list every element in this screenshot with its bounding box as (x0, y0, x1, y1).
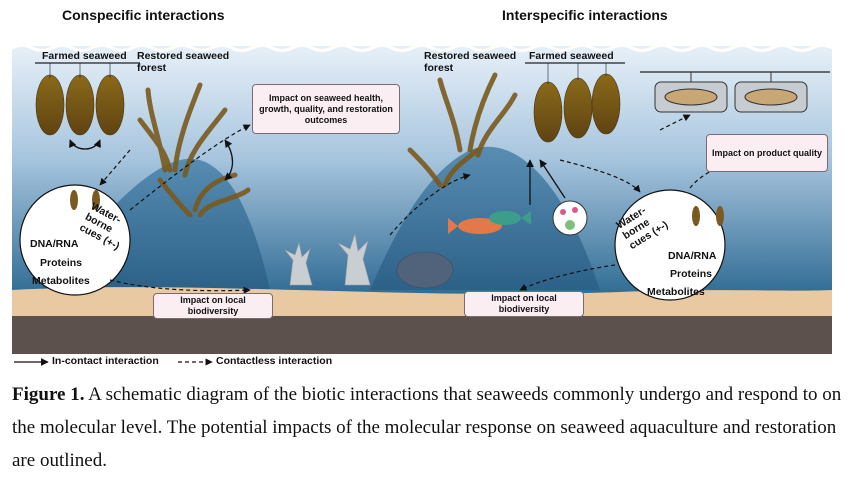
legend-contact: In-contact interaction (52, 355, 159, 367)
arrow-farmed-left-loop (69, 139, 101, 150)
left-proteins: Proteins (40, 257, 83, 269)
circle-seaweed-icons (70, 190, 724, 226)
seabed (12, 316, 832, 354)
heading-conspecific: Conspecific interactions (62, 7, 225, 23)
box-health-impact: Impact on seaweed health, growth, qualit… (252, 84, 400, 134)
left-dna: DNA/RNA (30, 238, 79, 250)
label-farmed-left: Farmed seaweed (42, 50, 127, 62)
dash-product-to-cage (659, 114, 691, 131)
heading-interspecific: Interspecific interactions (502, 7, 668, 23)
arrow-forest-left (224, 139, 234, 181)
farmed-seaweed-right (533, 63, 621, 143)
dash-health-to-forest (389, 173, 471, 236)
caption-text: A schematic diagram of the biotic intera… (12, 384, 842, 471)
kelp-forest-right (407, 72, 518, 188)
dash-circle-to-health (129, 124, 251, 211)
box-biodiversity-left: Impact on local biodiversity (153, 293, 273, 319)
label-restored-left-1: Restored seaweed (137, 50, 230, 62)
farmed-seaweed-left (35, 63, 125, 136)
dash-circle-right-to-bio (519, 264, 616, 291)
arrow-microbe-to-weed (539, 159, 566, 199)
left-metabolites: Metabolites (32, 275, 90, 287)
box-product-quality: Impact on product quality (706, 134, 828, 172)
label-restored-right-1: Restored seaweed (424, 50, 517, 62)
label-farmed-right: Farmed seaweed (529, 50, 614, 62)
right-metabolites: Metabolites (647, 286, 705, 298)
fish (448, 211, 531, 234)
left-molecular-circle (19, 184, 131, 296)
label-restored-left-2: forest (137, 62, 167, 74)
kelp-forest-left (137, 82, 251, 218)
wave-line (11, 44, 833, 52)
dash-circle-to-bio-left (109, 279, 251, 294)
figure-caption: Figure 1. A schematic diagram of the bio… (12, 378, 842, 477)
coral (284, 233, 454, 289)
legend-contactless: Contactless interaction (216, 355, 333, 367)
right-dna: DNA/RNA (668, 250, 717, 262)
dash-farmed-to-circle (99, 149, 131, 186)
box-biodiversity-right: Impact on local biodiversity (464, 291, 584, 317)
right-proteins: Proteins (670, 268, 713, 280)
oyster-cages (654, 72, 808, 113)
caption-label: Figure 1. (12, 384, 85, 405)
label-restored-right-2: forest (424, 62, 454, 74)
